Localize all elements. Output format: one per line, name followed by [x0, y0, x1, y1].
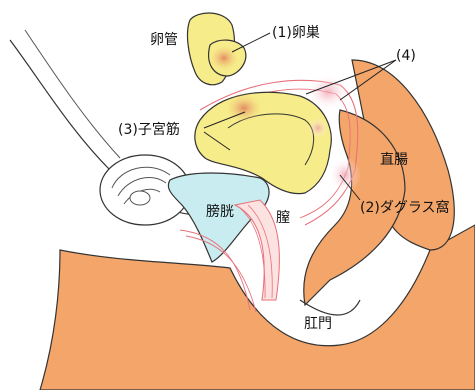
label-myometrium: (3)子宮筋	[118, 122, 180, 138]
body-skin	[40, 225, 475, 390]
label-bladder: 膀胱	[206, 204, 234, 220]
label-ovary: (1)卵巣	[272, 25, 320, 41]
ovary-lesion	[208, 44, 240, 72]
anterior-wall-inner	[25, 30, 120, 158]
label-endometriosis: (4)	[396, 48, 416, 64]
label-douglas: (2)ダグラス窩	[360, 200, 450, 216]
label-vagina: 膣	[276, 210, 290, 226]
uterus-lesion	[224, 92, 264, 124]
label-anus: 肛門	[304, 316, 332, 332]
label-oviduct: 卵管	[150, 32, 178, 48]
label-rectum: 直腸	[380, 152, 408, 168]
douglas-lesion-2	[329, 157, 361, 193]
